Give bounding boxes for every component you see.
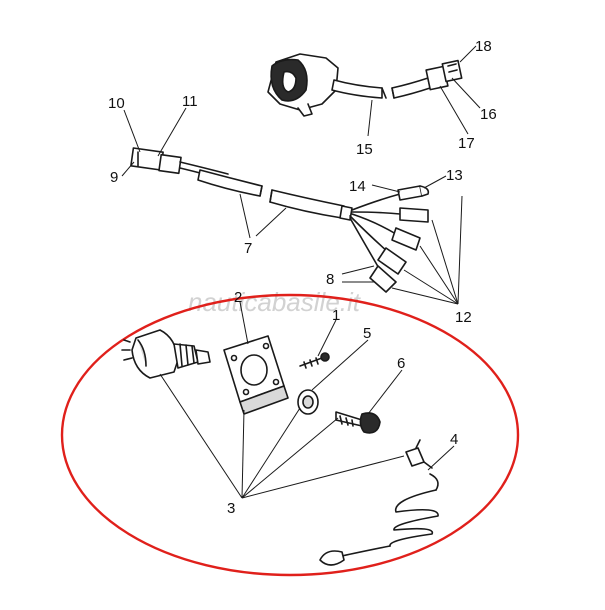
- callout-7: 7: [244, 240, 252, 257]
- callout-18: 18: [475, 38, 492, 55]
- callout-12: 12: [455, 309, 472, 326]
- callout-1: 1: [332, 307, 340, 324]
- switch-box-harness: [267, 53, 463, 117]
- main-harness: [130, 147, 430, 293]
- callout-8: 8: [326, 271, 334, 288]
- callout-2: 2: [234, 289, 242, 306]
- callout-4: 4: [450, 431, 458, 448]
- callout-9: 9: [110, 169, 118, 186]
- callout-15: 15: [356, 141, 373, 158]
- callout-14: 14: [349, 178, 366, 195]
- highlight-ellipse: [60, 293, 520, 577]
- callout-17: 17: [458, 135, 475, 152]
- leader-lines: [121, 45, 481, 499]
- lanyard-coil: [319, 439, 439, 566]
- callout-11: 11: [182, 93, 198, 110]
- mounting-plate: [223, 335, 289, 415]
- screw: [299, 352, 330, 369]
- callout-5: 5: [363, 325, 371, 342]
- callout-13: 13: [446, 167, 463, 184]
- callout-16: 16: [480, 106, 497, 123]
- callout-6: 6: [397, 355, 405, 372]
- callout-10: 10: [108, 95, 125, 112]
- callouts: 18 16 17 15 10 11 9 7 14 13 8 12 2 1 5 6…: [108, 38, 497, 517]
- key: [335, 411, 381, 434]
- callout-3: 3: [227, 500, 235, 517]
- ignition-switch: [121, 329, 211, 379]
- nut: [297, 389, 319, 415]
